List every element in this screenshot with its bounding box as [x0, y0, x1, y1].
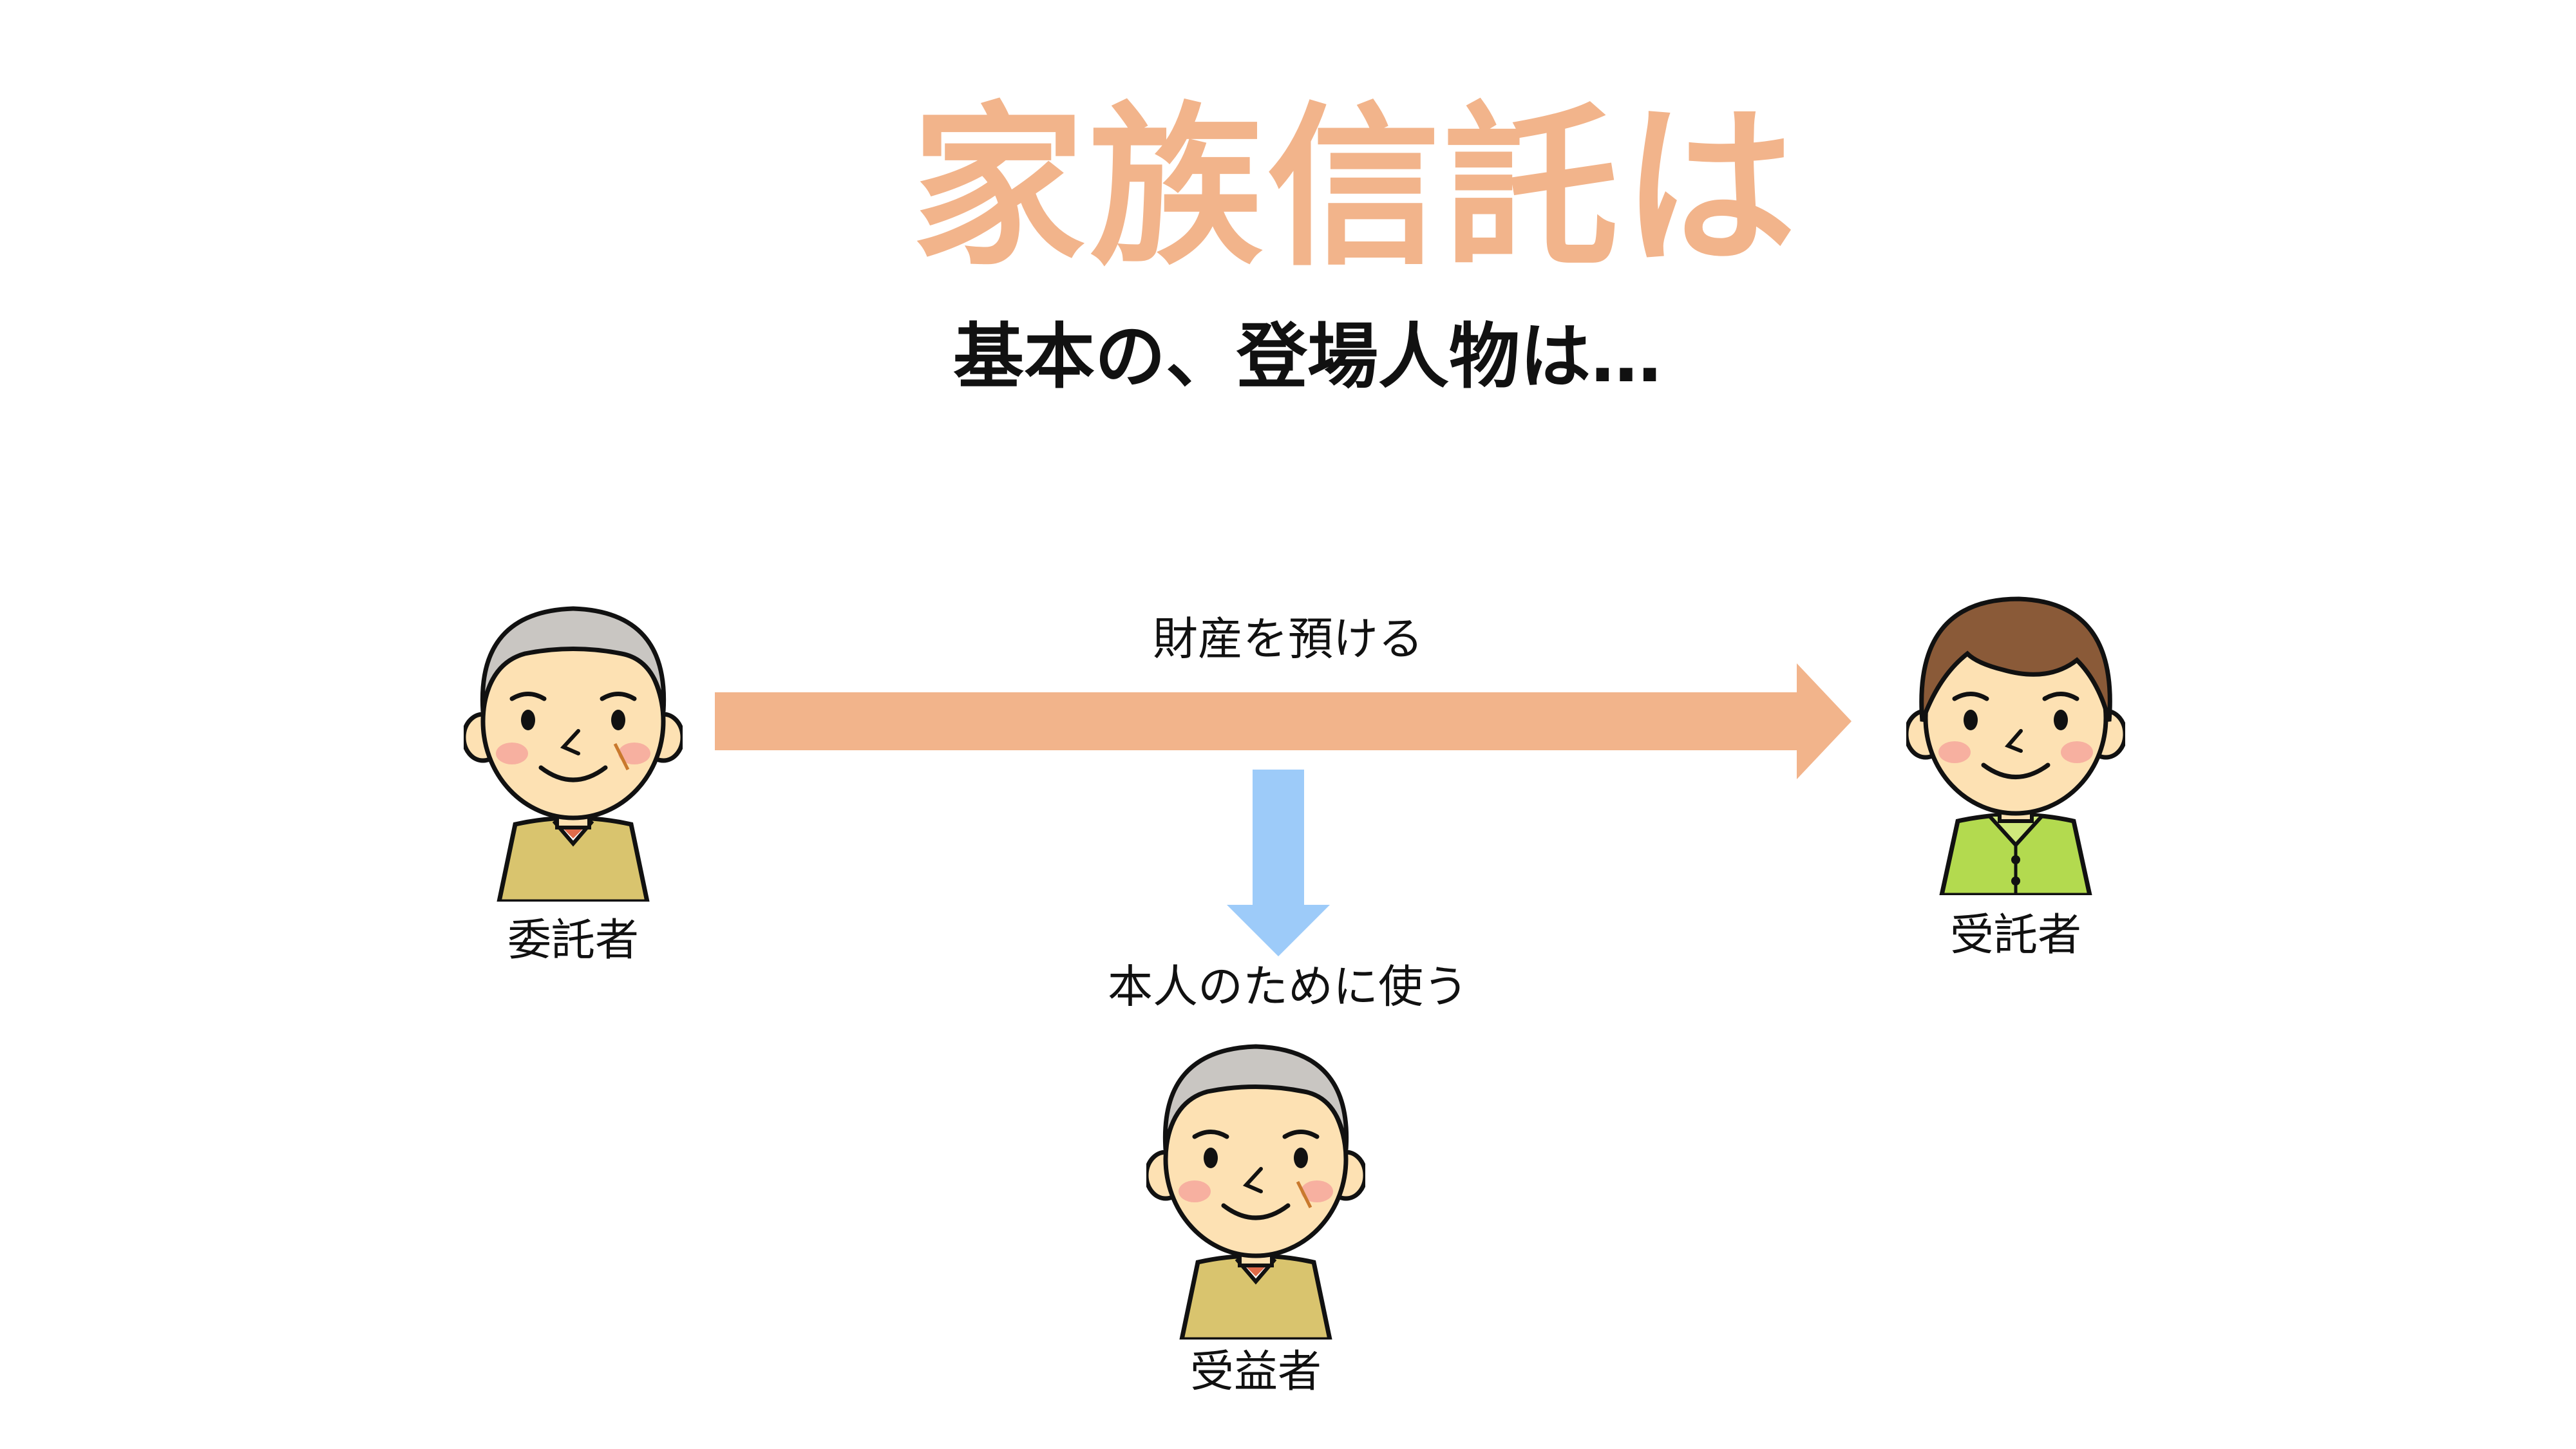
page-title: 家族信託は [911, 86, 1800, 289]
use-arrow-label: 本人のために使う [1108, 960, 1468, 1013]
page-subtitle: 基本の、登場人物は… [953, 316, 1662, 398]
transfer-arrow [715, 663, 1852, 779]
beneficiary-label: 受益者 [1189, 1347, 1321, 1397]
entrustor-label: 委託者 [507, 915, 639, 966]
trustee-young-man-icon [1906, 592, 2125, 895]
beneficiary-elderly-man-icon [1146, 1037, 1365, 1340]
use-arrow [1227, 770, 1330, 956]
transfer-arrow-label: 財産を預ける [1153, 612, 1423, 665]
entrustor-elderly-man-icon [464, 599, 683, 902]
trustee-label: 受託者 [1949, 910, 2081, 961]
